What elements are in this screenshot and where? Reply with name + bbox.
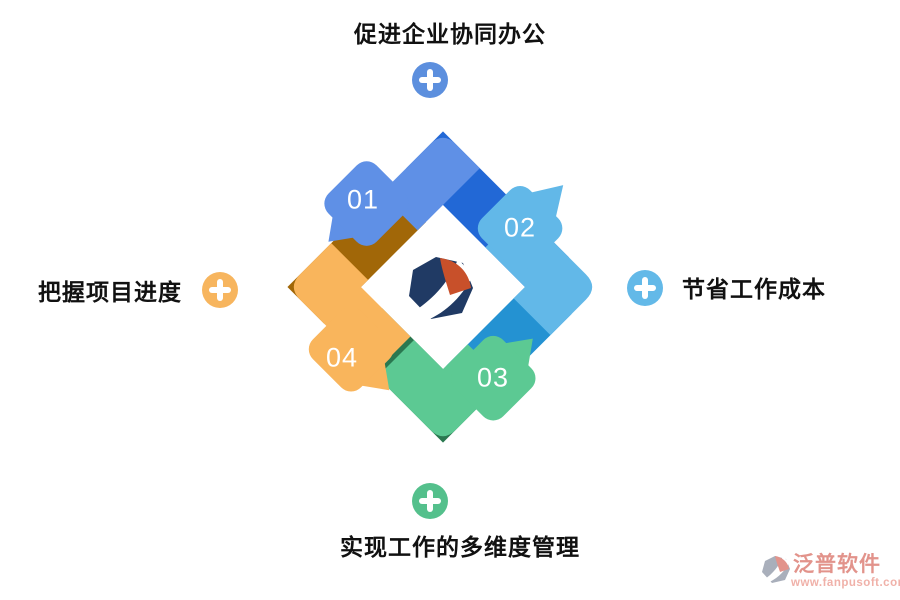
step-number-02: 02 xyxy=(503,212,537,243)
watermark-brand: 泛普软件 xyxy=(793,553,881,576)
center-logo xyxy=(409,257,473,321)
watermark-logo-icon xyxy=(762,556,790,583)
plus-icon xyxy=(627,270,663,306)
benefit-label-right: 节省工作成本 xyxy=(682,276,826,302)
plus-icon xyxy=(202,272,238,308)
benefit-label-top: 促进企业协同办公 xyxy=(354,21,546,47)
arrow-02-shape xyxy=(477,185,593,336)
arrow-03-shape xyxy=(377,335,536,437)
step-number-01: 01 xyxy=(346,184,380,215)
step-number-04: 04 xyxy=(325,342,359,373)
step-number-03: 03 xyxy=(476,362,510,393)
plus-icon xyxy=(412,483,448,519)
watermark-url: www.fanpusoft.com xyxy=(791,577,900,589)
benefit-label-left: 把握项目进度 xyxy=(38,279,182,305)
arrow-01-shape xyxy=(324,137,480,246)
benefit-label-bottom: 实现工作的多维度管理 xyxy=(340,534,580,560)
arrow-04-shape xyxy=(293,243,411,392)
plus-icon xyxy=(412,62,448,98)
watermark: 泛普软件 www.fanpusoft.com xyxy=(760,553,900,591)
